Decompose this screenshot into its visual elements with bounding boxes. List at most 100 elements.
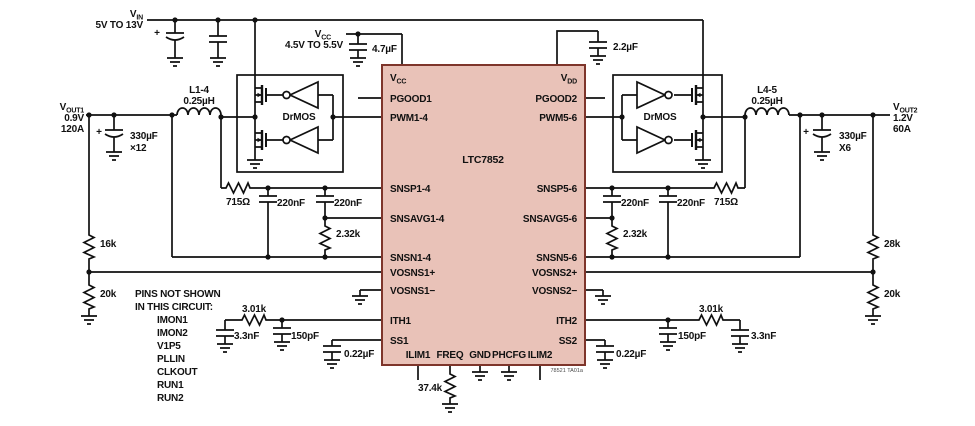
- ground-symbol: [246, 159, 264, 169]
- cout-right-label: 330µF: [839, 131, 867, 142]
- inductor-l4-5: [744, 107, 790, 116]
- capacitor-3.3nf: [730, 329, 750, 337]
- drmos-left-block: [221, 74, 382, 173]
- capacitor-150pf: [272, 327, 292, 335]
- ground-symbol: [471, 371, 489, 381]
- css-right-label: 0.22µF: [616, 349, 646, 360]
- pin-vosns1m-label: VOSNS1−: [390, 286, 435, 297]
- vin-label: VIN: [130, 9, 143, 22]
- notes-pin-item: IMON1: [157, 315, 188, 326]
- inductor-left-label: L1-4: [189, 85, 209, 96]
- sense-capacitor-220nf: [658, 195, 678, 203]
- r715-left-label: 715Ω: [226, 197, 250, 208]
- resistor-16k: [83, 232, 95, 262]
- ith-ss-left-network: [215, 314, 382, 369]
- notes-title-line2: IN THIS CIRCUIT:: [135, 302, 213, 313]
- vout1-label: VOUT1: [60, 102, 85, 115]
- notes-block: PINS NOT SHOWN IN THIS CIRCUIT: IMON1 IM…: [135, 289, 221, 404]
- ground-symbol: [209, 57, 227, 67]
- resistor-3.01k: [696, 314, 726, 326]
- notes-pin-item: RUN1: [157, 380, 184, 391]
- ground-symbol: [659, 341, 677, 351]
- pin-vosns1p-label: VOSNS1+: [390, 268, 435, 279]
- pin-snsavg1-4-label: SNSAVG1-4: [390, 214, 445, 225]
- output-capacitor-330uf: [104, 129, 124, 138]
- pin-pgood1-label: PGOOD1: [390, 94, 432, 105]
- r232-left-label: 2.32k: [336, 229, 361, 240]
- pin-pwm5-6-label: PWM5-6: [539, 113, 577, 124]
- ground-symbol: [589, 55, 607, 65]
- notes-pin-item: RUN2: [157, 393, 184, 404]
- r16k-label: 16k: [100, 239, 117, 250]
- ground-symbol: [166, 57, 184, 67]
- ground-symbol: [731, 343, 749, 353]
- vin-bulk-capacitor: [165, 32, 185, 41]
- vdd-capacitor: [588, 41, 608, 49]
- ground-symbol: [105, 151, 123, 161]
- pin-pgood2-label: PGOOD2: [535, 94, 577, 105]
- resistor-37.4k: [444, 371, 456, 401]
- pin-ith1-label: ITH1: [390, 316, 412, 327]
- ground-symbol: [694, 159, 712, 169]
- notes-pin-item: PLLIN: [157, 354, 185, 365]
- ground-symbol: [216, 343, 234, 353]
- capacitor-0.22uf: [595, 345, 615, 353]
- pin-snsp1-4-label: SNSP1-4: [390, 184, 431, 195]
- labels-layer: VIN 5V TO 13V + VCC 4.5V TO 5.5V 4.7µF 2…: [60, 9, 918, 404]
- cout-left-label: 330µF: [130, 131, 158, 142]
- low-side-mosfet: [690, 128, 705, 152]
- ic-name-label: LTC7852: [462, 154, 504, 166]
- vin-rail: [147, 19, 704, 75]
- ground-symbol: [323, 359, 341, 369]
- vout2-label: VOUT2: [893, 102, 918, 115]
- low-side-mosfet: [253, 128, 268, 152]
- ground-symbol: [80, 315, 98, 325]
- capacitor-150pf: [658, 327, 678, 335]
- r301-left-label: 3.01k: [242, 304, 267, 315]
- pin-ilim2-label: ILIM2: [528, 350, 553, 361]
- drmos-left-label: DrMOS: [283, 112, 316, 123]
- pin-snsn1-4-label: SNSN1-4: [390, 253, 431, 264]
- output-capacitor-330uf: [812, 129, 832, 138]
- pin-ilim1-label: ILIM1: [406, 350, 431, 361]
- notes-title-line1: PINS NOT SHOWN: [135, 289, 221, 300]
- resistor-2.32k: [319, 223, 331, 253]
- drmos-right-block: [585, 74, 745, 173]
- resistor-715-left: [223, 182, 253, 194]
- vcc-rail: [346, 33, 403, 67]
- pin-freq-label: FREQ: [437, 350, 464, 361]
- c220-right2-label: 220nF: [677, 198, 705, 209]
- ic-bottom-pins: [417, 365, 541, 413]
- drmos-left-outline: [236, 74, 344, 173]
- vout2-volts-label: 1.2V: [893, 113, 913, 124]
- pin-snsp5-6-label: SNSP5-6: [537, 184, 578, 195]
- pin-ss1-label: SS1: [390, 336, 409, 347]
- pin-snsn5-6-label: SNSN5-6: [536, 253, 577, 264]
- avg-capacitor-220nf: [602, 195, 622, 203]
- high-side-mosfet: [253, 83, 268, 107]
- ith-ss-right-network: [585, 314, 750, 369]
- pin-ith2-label: ITH2: [556, 316, 578, 327]
- resistor-20k: [83, 282, 95, 312]
- notes-pin-item: IMON2: [157, 328, 188, 339]
- gate-driver-icon: [282, 81, 319, 109]
- c33nf-left-label: 3.3nF: [234, 331, 259, 342]
- avg-capacitor-220nf: [315, 195, 335, 203]
- ground-symbol: [596, 359, 614, 369]
- inductor-right-value-label: 0.25µH: [751, 96, 782, 107]
- cout-left-qty-label: ×12: [130, 143, 147, 154]
- vdd-cap-label: 2.2µF: [613, 42, 638, 53]
- capacitor-0.22uf: [322, 345, 342, 353]
- r715-right-label: 715Ω: [714, 197, 738, 208]
- css-left-label: 0.22µF: [344, 349, 374, 360]
- pin-vosns2p-label: VOSNS2+: [532, 268, 577, 279]
- figure-tag-label: 78521 TA01a: [550, 368, 583, 374]
- junction-dots: [86, 17, 876, 323]
- resistor-3.01k: [239, 314, 269, 326]
- gate-driver-icon: [636, 81, 673, 109]
- vcc-capacitor: [348, 43, 368, 51]
- pin-vdd-label: VDD: [561, 73, 577, 86]
- capacitor-3.3nf: [215, 329, 235, 337]
- ground-symbol: [349, 57, 367, 67]
